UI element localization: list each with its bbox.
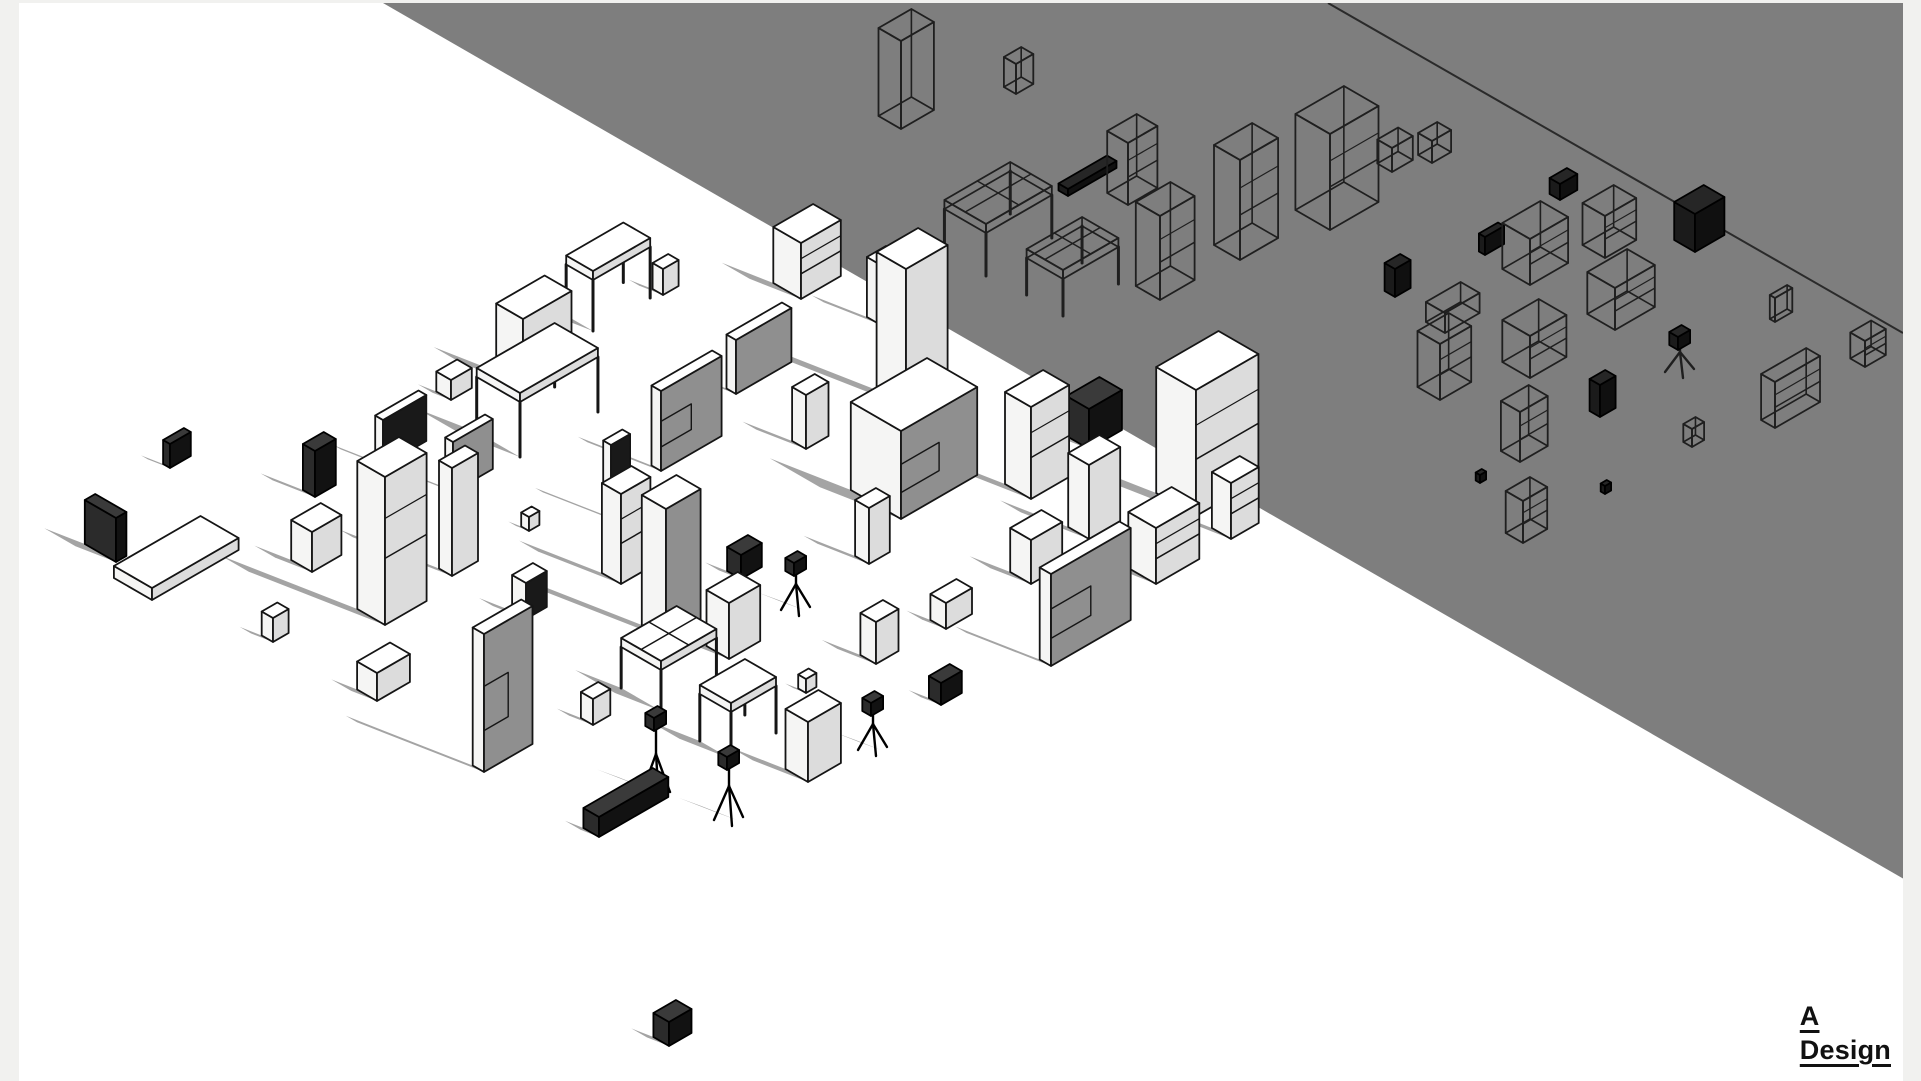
- object-conveyor-unit: [582, 767, 670, 838]
- object-small-crate: [290, 502, 343, 573]
- brand-line-2: Design: [1799, 1034, 1891, 1065]
- object-lab-table-2: [1025, 216, 1120, 318]
- object-mini-carton: [1003, 46, 1035, 95]
- object-subwoofer: [705, 571, 762, 660]
- object-vending-wide: [1294, 85, 1380, 231]
- object-plotter: [1760, 347, 1821, 429]
- object-small-box-2: [435, 358, 473, 401]
- object-utility-sink: [1425, 281, 1481, 334]
- a-design-link[interactable]: A Design: [1800, 1000, 1891, 1067]
- object-tall-fridge: [356, 436, 428, 626]
- object-treadmill-console: [83, 493, 128, 563]
- object-bottom-freezer: [1004, 369, 1070, 500]
- object-presentation-board: [725, 301, 793, 395]
- object-video-tripod: [712, 744, 745, 828]
- object-folding-chair: [856, 690, 889, 758]
- object-water-tank: [1586, 248, 1656, 331]
- object-air-purifier: [859, 599, 900, 665]
- object-handheld-device: [301, 431, 337, 498]
- object-side-cube: [1376, 126, 1414, 173]
- object-vending-2: [1213, 122, 1279, 261]
- object-clipboard: [1548, 167, 1579, 201]
- object-floor-camera: [652, 999, 693, 1047]
- object-storage-cube: [1849, 319, 1887, 368]
- object-dark-box: [726, 534, 763, 580]
- object-press-machine: [564, 221, 652, 333]
- object-shopping-cart: [1065, 376, 1123, 450]
- object-small-box-3: [580, 681, 612, 726]
- object-small-printer: [929, 578, 973, 630]
- object-rolling-stool: [779, 550, 812, 618]
- object-range-oven: [772, 203, 842, 300]
- brand-line-1: A: [1799, 1001, 1820, 1032]
- band-edge-line: [1327, 3, 1903, 334]
- object-mobile-whiteboard: [1038, 520, 1132, 667]
- object-gray-cabinet: [640, 474, 702, 640]
- object-laptop-w: [1478, 221, 1505, 256]
- object-wall-bracket: [162, 427, 192, 469]
- object-paper-bin: [1588, 369, 1617, 418]
- object-locker-tall: [877, 8, 935, 130]
- object-folding-treadmill: [438, 444, 479, 577]
- object-compact-camera: [928, 663, 963, 706]
- object-dot-2: [1599, 479, 1612, 495]
- object-small-drum: [1682, 416, 1705, 448]
- object-desktop-printer: [356, 641, 411, 702]
- object-vending-1: [1134, 181, 1196, 301]
- object-box-stack: [1106, 113, 1159, 206]
- object-boundary-vendor: [1211, 455, 1260, 540]
- object-waste-bin: [651, 253, 680, 296]
- object-tiny-box: [520, 505, 541, 532]
- object-narrow-cabinet: [1067, 434, 1122, 540]
- object-small-cube-w: [1417, 121, 1452, 164]
- object-small-cabinet: [784, 689, 842, 783]
- object-massage-chair: [1501, 200, 1569, 286]
- object-work-desk: [475, 322, 600, 459]
- object-mini-box: [797, 667, 818, 694]
- object-wall-plate: [1768, 284, 1794, 323]
- object-drawer-cart: [1416, 312, 1473, 401]
- object-dot-1: [1474, 468, 1487, 484]
- object-grid-table: [619, 605, 718, 713]
- object-tool-chest: [1581, 184, 1638, 259]
- gray-band: [383, 3, 1903, 879]
- object-door-panel: [471, 598, 534, 773]
- object-small-box-1: [260, 601, 290, 643]
- object-keyboard-bar: [1057, 154, 1118, 197]
- object-floor-scrubber: [1127, 486, 1201, 585]
- object-pedestal-unit: [854, 487, 891, 565]
- object-body-scanner: [849, 357, 979, 520]
- object-office-chair-w: [1383, 253, 1412, 298]
- object-hand-truck: [1673, 184, 1726, 253]
- object-treadmill-deck: [113, 515, 240, 601]
- objects-layer: [83, 8, 1887, 1047]
- object-large-whiteboard: [650, 349, 723, 472]
- object-supply-box: [1500, 384, 1549, 463]
- object-lectern: [791, 373, 830, 450]
- object-cnc-frame: [698, 658, 778, 761]
- object-round-table: [1501, 298, 1568, 379]
- object-music-stand: [1663, 324, 1696, 380]
- object-boundary-cart: [1504, 476, 1549, 544]
